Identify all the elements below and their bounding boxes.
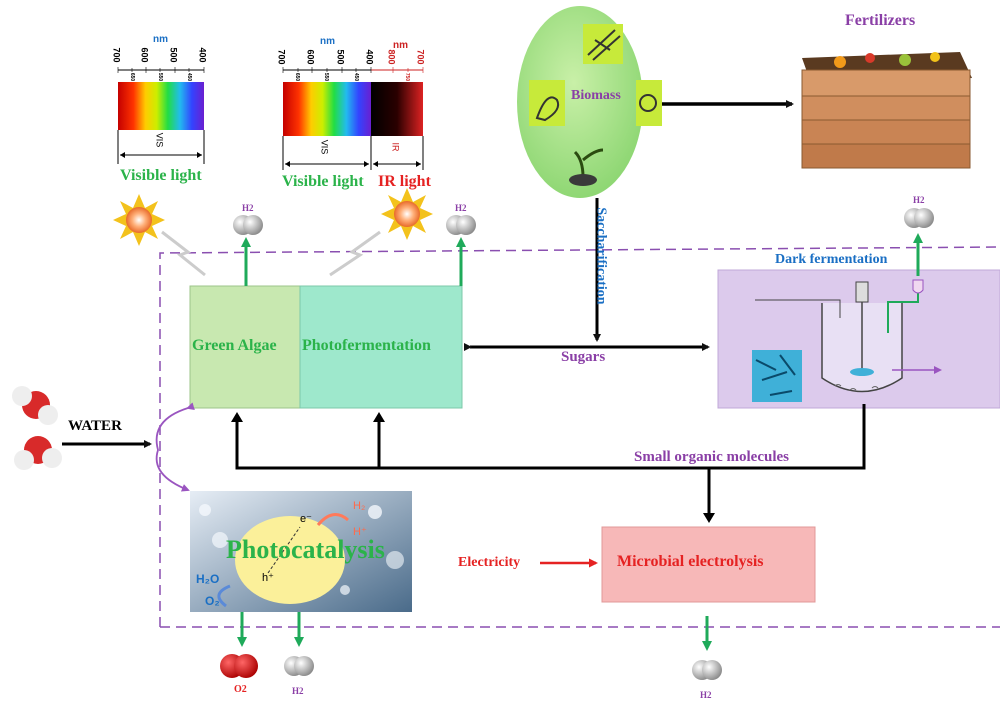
microbial-electrolysis-label: Microbial electrolysis (617, 553, 764, 570)
fertilizer-crate-icon (801, 52, 972, 169)
spectrum-right-tick-550: 550 (323, 72, 330, 82)
spectrum-left-band-label: VIS (154, 132, 165, 148)
spectrum-right-nm-ir: nm (393, 40, 408, 51)
reactor-icon (752, 279, 942, 402)
ir-light-caption: IR light (378, 173, 431, 190)
inset-h2o-label: H₂O (196, 572, 220, 586)
spectrum-right-tick-500: 500 (335, 49, 346, 65)
h2-molecule-icon (284, 656, 314, 676)
photocatalysis-inset (190, 491, 412, 612)
spectrum-left-nm-label: nm (153, 34, 168, 45)
o2-molecule-icon (220, 654, 258, 678)
h2-molecule-icon (233, 215, 263, 235)
biomass-circle (517, 6, 662, 198)
inset-o2-label: O₂ (205, 594, 220, 608)
h2-molecule-icon (692, 660, 722, 680)
biomass-label: Biomass (571, 88, 621, 103)
sun-icon (113, 194, 165, 246)
spectrum-right-tick-700: 700 (276, 49, 287, 65)
green-algae-label: Green Algae (192, 337, 277, 354)
microbial-electrolysis-box-bg (601, 526, 816, 603)
h2-molecule-icon (904, 208, 934, 228)
water-molecule-icon (12, 386, 58, 425)
saccharification-label: Saccharification (593, 207, 609, 305)
fertilizers-label: Fertilizers (845, 12, 916, 29)
inset-h2-label: H₂ (353, 500, 366, 512)
spectrum-left-tick-700: 700 (111, 47, 122, 63)
spectrum-right-tick-750: 750 (404, 72, 411, 82)
photofermentation-label: Photofermentation (302, 337, 431, 354)
spectrum-left-tick-450: 450 (186, 72, 193, 82)
spectrum-right-band-vis: VIS (319, 139, 330, 155)
system-boundary (159, 246, 1000, 627)
dark-fermentation-label: Dark fermentation (775, 252, 888, 267)
water-molecule-icon (14, 436, 62, 470)
inset-hplus-label: H⁺ (353, 526, 367, 538)
photofermentation-box-bg (299, 285, 463, 409)
spectrum-left-tick-600: 600 (139, 47, 150, 63)
visible-light-caption-right: Visible light (282, 173, 364, 190)
sugars-label: Sugars (561, 349, 606, 365)
light-bolt-icon (161, 230, 206, 277)
spectrum-left (117, 67, 205, 164)
spectrum-right (282, 67, 424, 170)
spectrum-left-tick-400: 400 (197, 47, 208, 63)
spectrum-right-nm-vis: nm (320, 36, 335, 47)
water-label: WATER (68, 418, 122, 434)
h2-algae-label: H2 (242, 203, 254, 213)
water-split-curve (155, 402, 195, 492)
spectrum-left-tick-650: 650 (129, 72, 136, 82)
hole-label: h⁺ (262, 572, 274, 584)
spectrum-right-tick-400: 400 (364, 49, 375, 65)
arrow-small-organics (235, 404, 866, 515)
electron-label: e⁻ (300, 513, 312, 525)
h2-photo-label: H2 (455, 203, 467, 213)
spectrum-right-tick-650: 650 (294, 72, 301, 82)
spectrum-right-band-ir: IR (390, 142, 401, 152)
small-organics-label: Small organic molecules (634, 449, 789, 465)
electricity-label: Electricity (458, 555, 521, 570)
spectrum-left-tick-500: 500 (168, 47, 179, 63)
spectrum-left-tick-550: 550 (157, 72, 164, 82)
spectrum-right-tick-450: 450 (353, 72, 360, 82)
spectrum-right-tick-600: 600 (305, 49, 316, 65)
spectrum-right-tick-800: 800 (386, 49, 397, 65)
sun-icon (381, 188, 433, 240)
visible-light-caption: Visible light (120, 167, 202, 184)
h2-molecule-icon (446, 215, 476, 235)
photocatalysis-label: Photocatalysis (226, 535, 385, 564)
h2-electrolysis-label: H2 (700, 690, 712, 700)
green-algae-box-bg (189, 285, 301, 409)
h2-dark-label: H2 (913, 195, 925, 205)
light-bolt-icon (329, 230, 381, 277)
o2-catalysis-label: O2 (234, 684, 247, 695)
spectrum-right-tick-700-ir: 700 (415, 49, 426, 65)
h2-catalysis-label: H2 (292, 686, 304, 696)
